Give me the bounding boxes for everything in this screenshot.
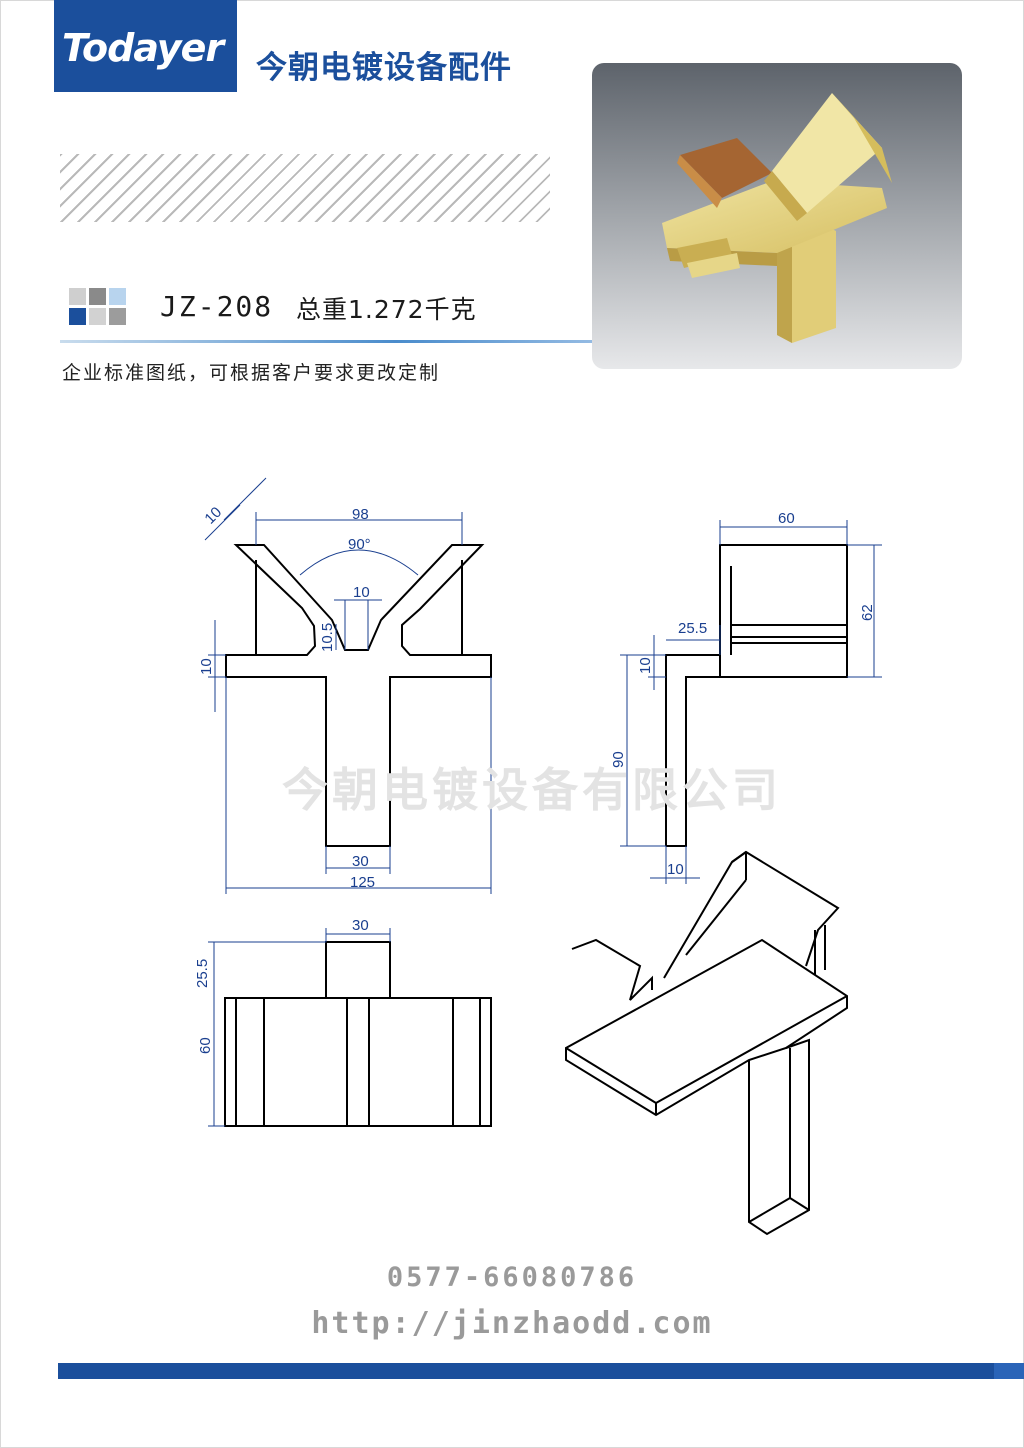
- dim-10-side: 10: [637, 657, 654, 674]
- dim-25-5-side: 25.5: [678, 620, 707, 637]
- logo: Todayer: [54, 0, 237, 92]
- dim-60-top: 60: [778, 510, 795, 527]
- dim-98: 98: [352, 506, 369, 523]
- dim-30-bottom: 30: [352, 853, 369, 870]
- brand-tagline: 今朝电镀设备配件: [256, 50, 512, 86]
- footer-bar: [58, 1363, 1024, 1379]
- dim-10-foot: 10: [667, 861, 684, 878]
- model-number: JZ-208: [160, 290, 274, 323]
- dim-10-left: 10: [198, 658, 215, 675]
- dim-62: 62: [859, 604, 876, 621]
- company-watermark: 今朝电镀设备有限公司: [282, 763, 782, 817]
- logo-text: Todayer: [62, 26, 224, 70]
- contact-url[interactable]: http://jinzhaodd.com: [311, 1306, 713, 1341]
- dim-30-top: 30: [352, 917, 369, 934]
- dim-90: 90: [610, 751, 627, 768]
- dim-10-5: 10.5: [319, 623, 336, 652]
- dim-125: 125: [350, 874, 375, 891]
- dim-60-plan: 60: [197, 1037, 214, 1054]
- dim-10-slot: 10: [353, 584, 370, 601]
- drawing-description: 企业标准图纸，可根据客户要求更改定制: [62, 362, 441, 384]
- title-rule: [60, 340, 620, 343]
- dim-25-5-plan: 25.5: [194, 959, 211, 988]
- dim-90-degree: 90°: [348, 536, 371, 553]
- product-photo: [592, 63, 962, 369]
- total-weight: 总重1.272千克: [296, 295, 477, 324]
- decorative-hatch: [60, 154, 550, 222]
- contact-phone: 0577-66080786: [386, 1262, 638, 1293]
